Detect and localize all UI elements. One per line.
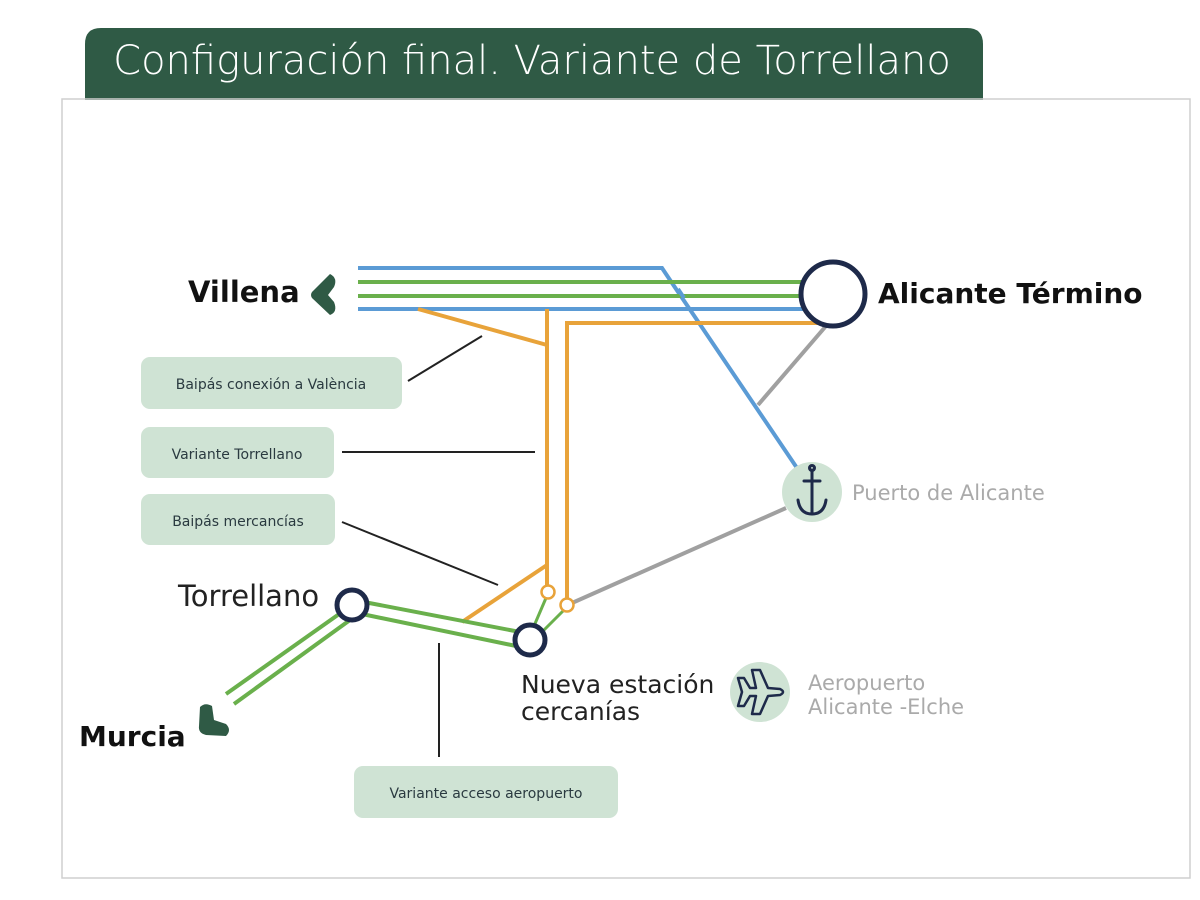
label-aeropuerto-1: Aeropuerto [808, 671, 925, 695]
airplane-icon [736, 668, 785, 716]
title-tab [85, 28, 983, 100]
green-murcia-torrellano-2 [232, 618, 352, 706]
label-aeropuerto-2: Alicante -Elche [808, 695, 964, 719]
villena-direction-icon [311, 274, 336, 315]
green-nueva-link-1 [532, 597, 548, 627]
aeropuerto-badge [730, 662, 790, 722]
orange-airport-link [460, 563, 549, 624]
gray-line-alicante [756, 324, 828, 407]
leader-baipas-valencia [407, 335, 483, 382]
murcia-direction-icon [198, 704, 229, 736]
callout-baipas-valencia-text: Baipás conexión a València [176, 377, 367, 393]
orange-mercancias [565, 321, 820, 599]
junction-1 [540, 584, 556, 600]
leader-baipas-mercancias [341, 521, 499, 586]
orange-baipas-valencia [417, 307, 548, 347]
callout-variante-aeropuerto-text: Variante acceso aeropuerto [389, 786, 582, 802]
label-murcia: Murcia [79, 720, 186, 753]
diagram-frame [61, 98, 1191, 879]
callout-baipas-mercancias [141, 494, 335, 545]
callout-variante-torrellano [141, 427, 334, 478]
gray-line-puerto [571, 506, 787, 605]
page-title: Configuración final. Variante de Torrell… [113, 38, 951, 84]
station-alicante [798, 259, 868, 329]
blue-line-top [358, 266, 799, 470]
label-puerto: Puerto de Alicante [852, 481, 1045, 505]
callout-baipas-mercancias-text: Baipás mercancías [172, 514, 304, 530]
green-nueva-link-2 [540, 608, 566, 634]
label-villena: Villena [188, 275, 300, 309]
green-torrellano-nueva-1 [363, 600, 521, 634]
junction-2 [559, 597, 575, 613]
callout-variante-torrellano-text: Variante Torrellano [172, 447, 303, 463]
green-torrellano-nueva-2 [361, 612, 517, 648]
label-nueva-1: Nueva estación [521, 670, 714, 699]
station-torrellano [334, 587, 370, 623]
callout-baipas-valencia [141, 357, 402, 409]
anchor-icon [796, 464, 828, 516]
green-murcia-torrellano-1 [224, 610, 344, 696]
callout-variante-aeropuerto [354, 766, 618, 818]
label-torrellano: Torrellano [177, 579, 319, 613]
blue-crossing [676, 287, 686, 300]
label-nueva-2: cercanías [521, 697, 640, 726]
station-nueva [512, 622, 548, 658]
label-alicante: Alicante Término [878, 277, 1143, 310]
